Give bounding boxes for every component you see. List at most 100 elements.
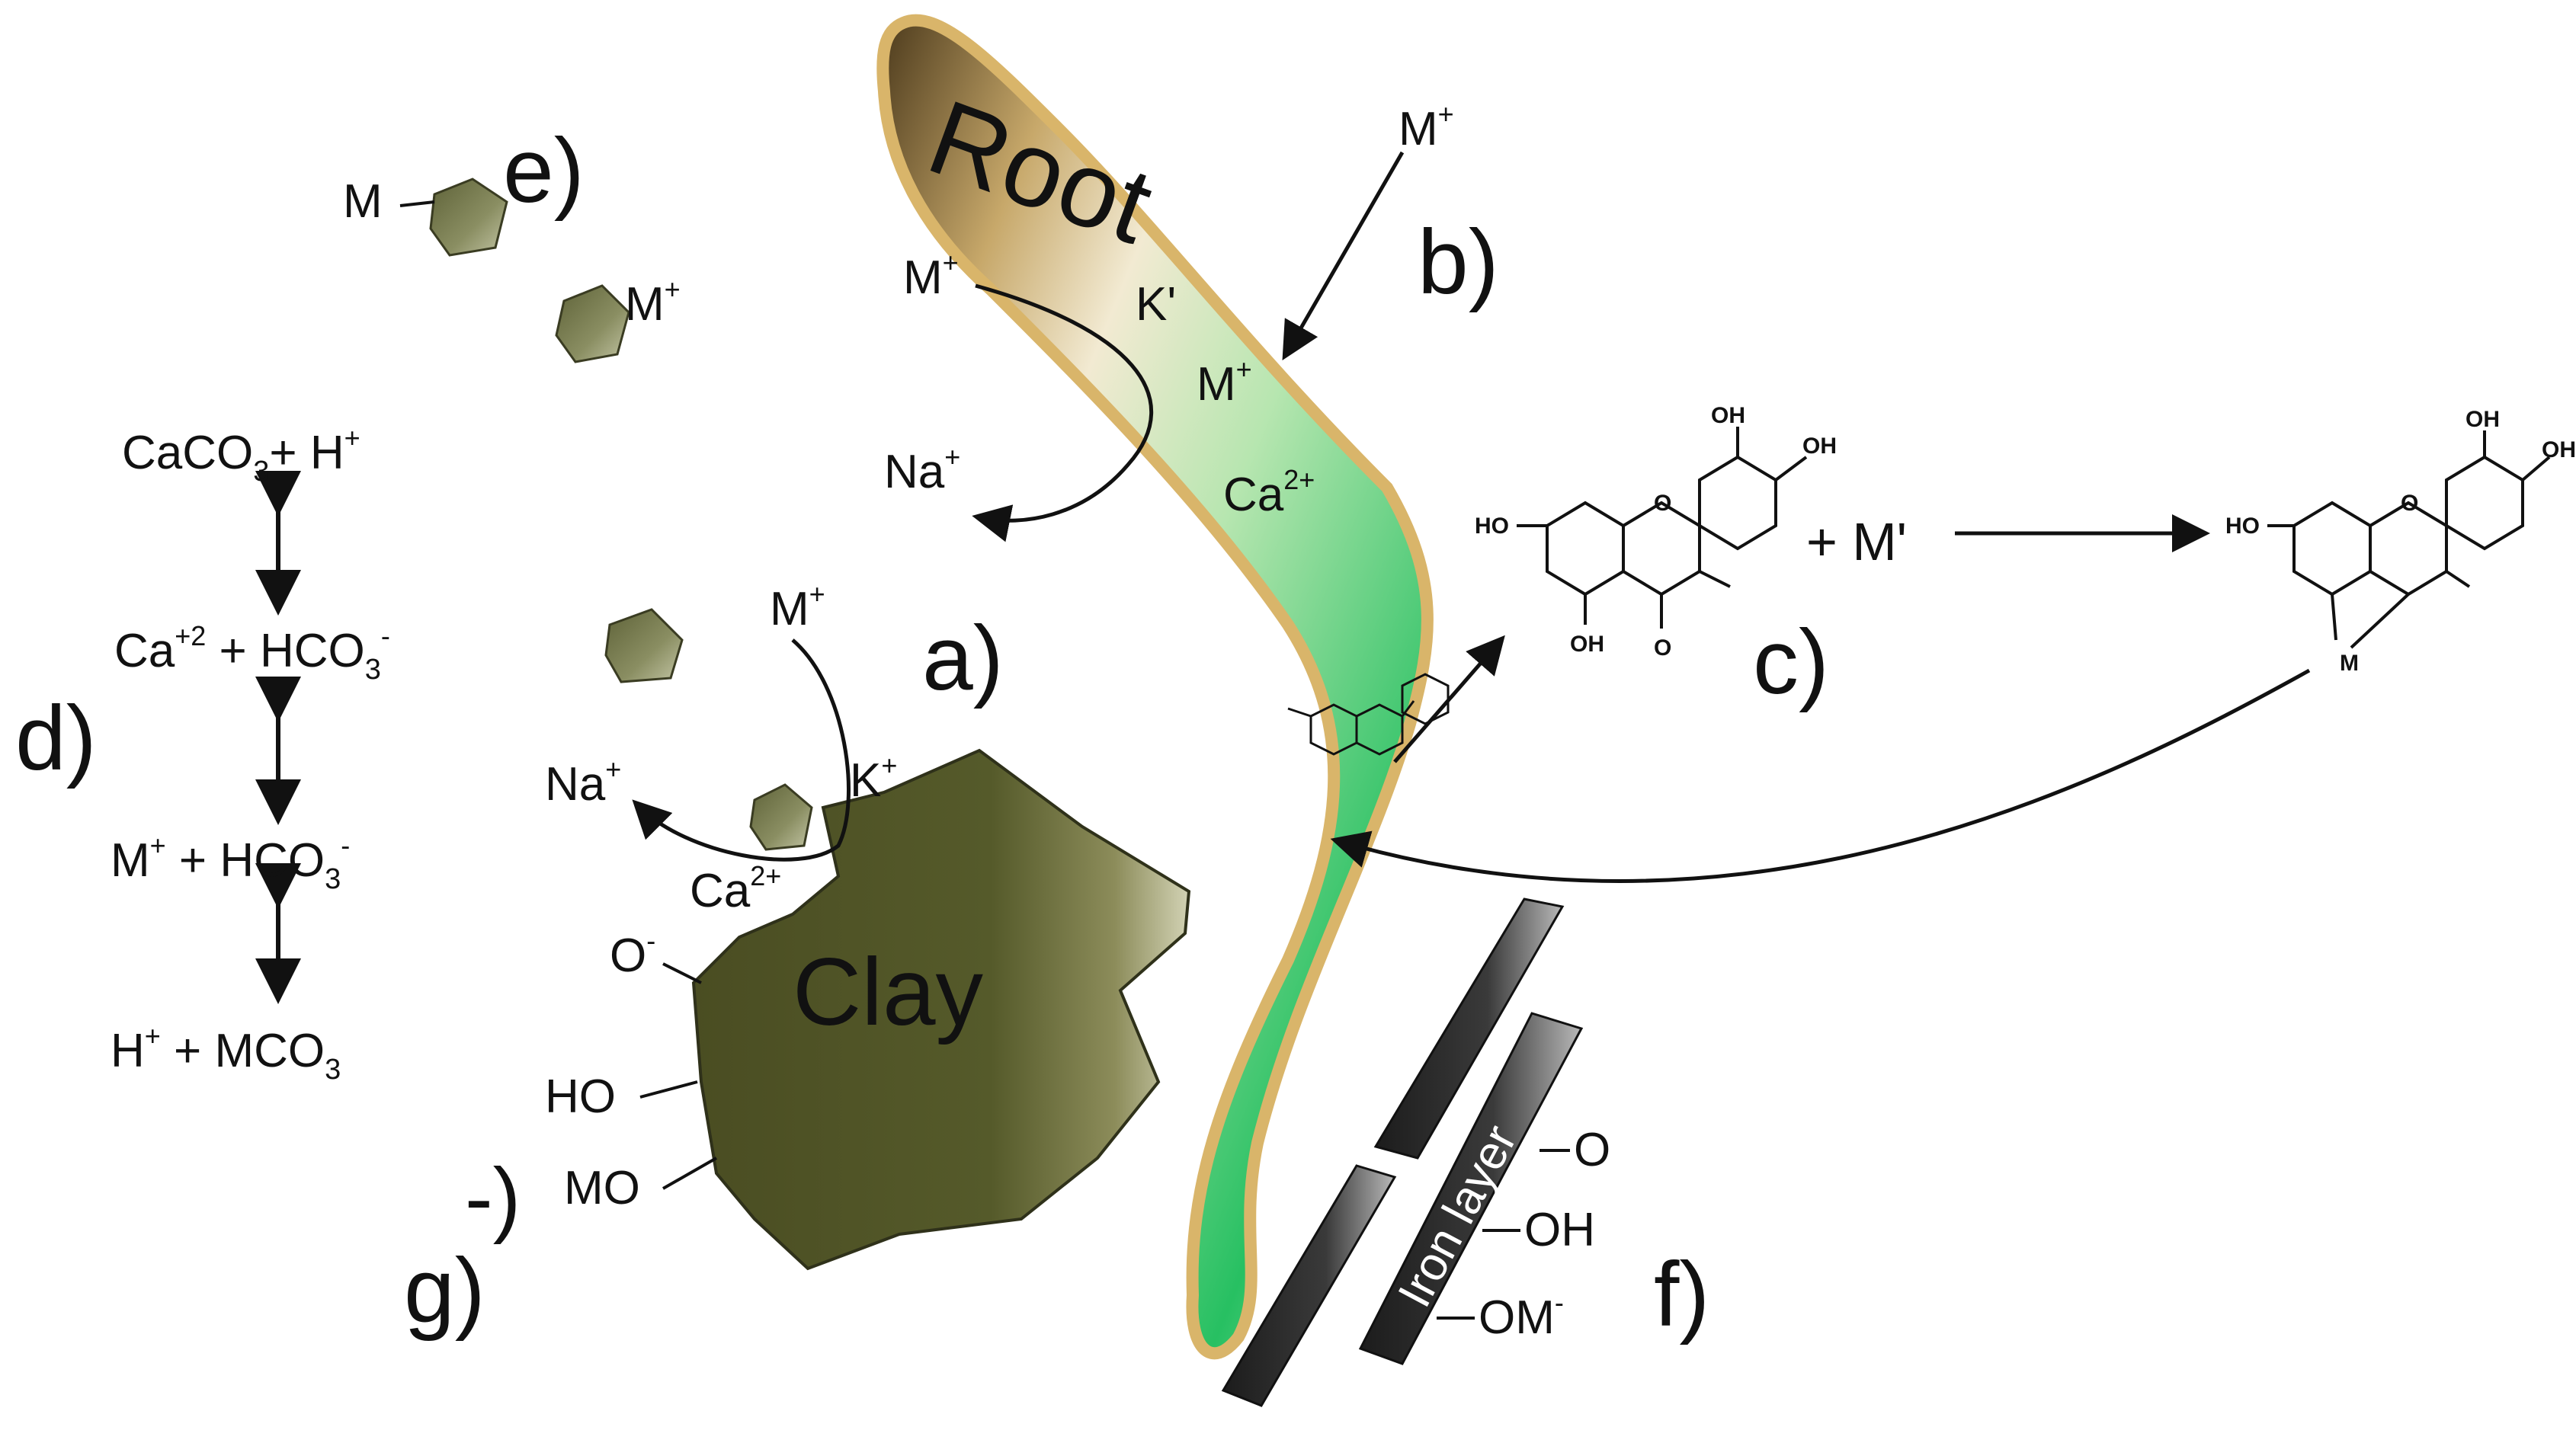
clay-na: Na+ [545,753,621,811]
organic-m2: M+ [625,274,681,331]
complex-oh-2: OH [2542,437,2576,462]
bond-m-pebble [399,200,435,207]
eq-l4-b: + MCO [161,1025,325,1077]
iron-o: O [1574,1124,1610,1176]
root-body [876,14,1434,1360]
eq-l2-b: + HCO [206,625,364,677]
root-m-base: M [1197,358,1236,411]
clay-m: M+ [770,578,825,635]
root-ca-base: Ca [1223,469,1284,521]
flav-oh-2: OH [1802,434,1837,459]
flav-ho: HO [1475,514,1509,539]
eq-l1-a: CaCO [122,427,253,479]
arrow-b-uptake [1282,151,1405,360]
label-g: g) [404,1240,485,1342]
clay-ca: Ca2+ [690,860,781,917]
flavonoid-structure [1517,427,1808,629]
organic-m2-base: M [625,278,665,331]
eq-l2-a: Ca [114,625,175,677]
iron-oh: OH [1524,1204,1595,1256]
clay-ca-base: Ca [690,865,751,917]
eq-l4-a: H [111,1025,145,1077]
eq-l2-sup: +2 [175,620,206,651]
eq-l3-sup: + [150,830,166,861]
flav-o-keto: O [1654,635,1671,661]
eq-l1-b: + H [269,427,344,479]
clay-ca-sup: 2+ [750,860,781,891]
clay-k: K+ [850,750,897,807]
iron-plate-outer-top [1373,897,1565,1160]
clay-o-sup: - [646,925,655,956]
root-exch-na-base: Na [884,446,945,498]
label-f: f) [1654,1243,1709,1345]
organic-m2-sup: + [665,274,681,305]
arrow-complex-uptake [1330,668,2311,884]
label-e: e) [503,120,585,222]
root-k: K' [1136,278,1176,331]
clay-k-sup: + [881,750,897,781]
flavonoid-complex-structure [2267,430,2551,649]
eq-line-1: CaCO3+ H+ [122,422,360,488]
organic-m1: M [343,175,383,228]
complex-oh-1: OH [2465,407,2500,432]
root-ca-sup: 2+ [1283,464,1315,495]
clay-k-base: K [850,754,881,807]
root-ca: Ca2+ [1223,464,1315,521]
bond-clay-o [662,962,702,984]
organic-pebble-e2 [555,284,630,363]
eq-l3-a: M [111,834,150,887]
organic-pebble-clay [749,783,813,851]
complex-ho: HO [2225,514,2260,539]
clay-particle [691,748,1191,1271]
eq-l3-sub: 3 [325,863,341,895]
clay-na-base: Na [545,758,606,811]
bond-clay-ho [639,1080,698,1099]
eq-l2-sup2: - [381,620,390,651]
flav-o-ring: O [1654,491,1671,516]
iron-plate-inner [1358,1012,1584,1365]
eq-line-4: H+ + MCO3 [111,1020,341,1086]
root-top-m-sup: + [1438,98,1454,130]
clay-m-sup: + [809,578,825,610]
root-top-m-base: M [1399,103,1438,155]
iron-om: OM- [1479,1287,1564,1344]
label-b: b) [1418,211,1499,313]
iron-om-base: OM [1479,1291,1555,1344]
eq-l1-sup: + [344,422,360,453]
arrow-clay-exchange [632,638,851,862]
flav-plus-m: + M' [1806,512,1907,571]
eq-line-2: Ca+2 + HCO3- [114,620,390,686]
root-m-sup: + [1236,354,1252,385]
label-d: d) [15,687,97,789]
eq-l1-sub: 3 [253,456,269,488]
eq-l4-sup: + [145,1020,161,1051]
root-exch-na: Na+ [884,441,960,498]
root-exch-m-sup: + [943,247,959,278]
clay-ho: HO [545,1070,616,1123]
iron-plate-outer-bottom [1221,1164,1397,1407]
clay-m-base: M [770,583,809,635]
root-flavonoid-glyph [1287,673,1450,756]
flav-oh-bottom: OH [1570,632,1604,657]
clay-o: O- [610,925,655,982]
eq-l4-sub: 3 [325,1054,341,1086]
root-exch-m-base: M [903,251,943,304]
flav-oh-1: OH [1711,403,1745,428]
organic-pebble-center [604,608,684,683]
label-g-fragment: -) [465,1151,521,1245]
root-m: M+ [1197,354,1252,411]
organic-pebble-e1 [429,178,508,257]
label-a: a) [922,607,1004,709]
eq-l2-sub: 3 [365,654,381,686]
clay-title: Clay [793,939,984,1045]
eq-line-3: M+ + HCO3- [111,830,350,895]
root-exch-na-sup: + [944,441,960,472]
label-c: c) [1753,611,1829,713]
eq-l3-sup2: - [341,830,350,861]
clay-mo: MO [564,1162,640,1214]
complex-o: O [2401,491,2418,516]
arrow-root-exudate [1393,635,1505,763]
clay-na-sup: + [605,753,621,785]
complex-m: M [2340,651,2359,676]
